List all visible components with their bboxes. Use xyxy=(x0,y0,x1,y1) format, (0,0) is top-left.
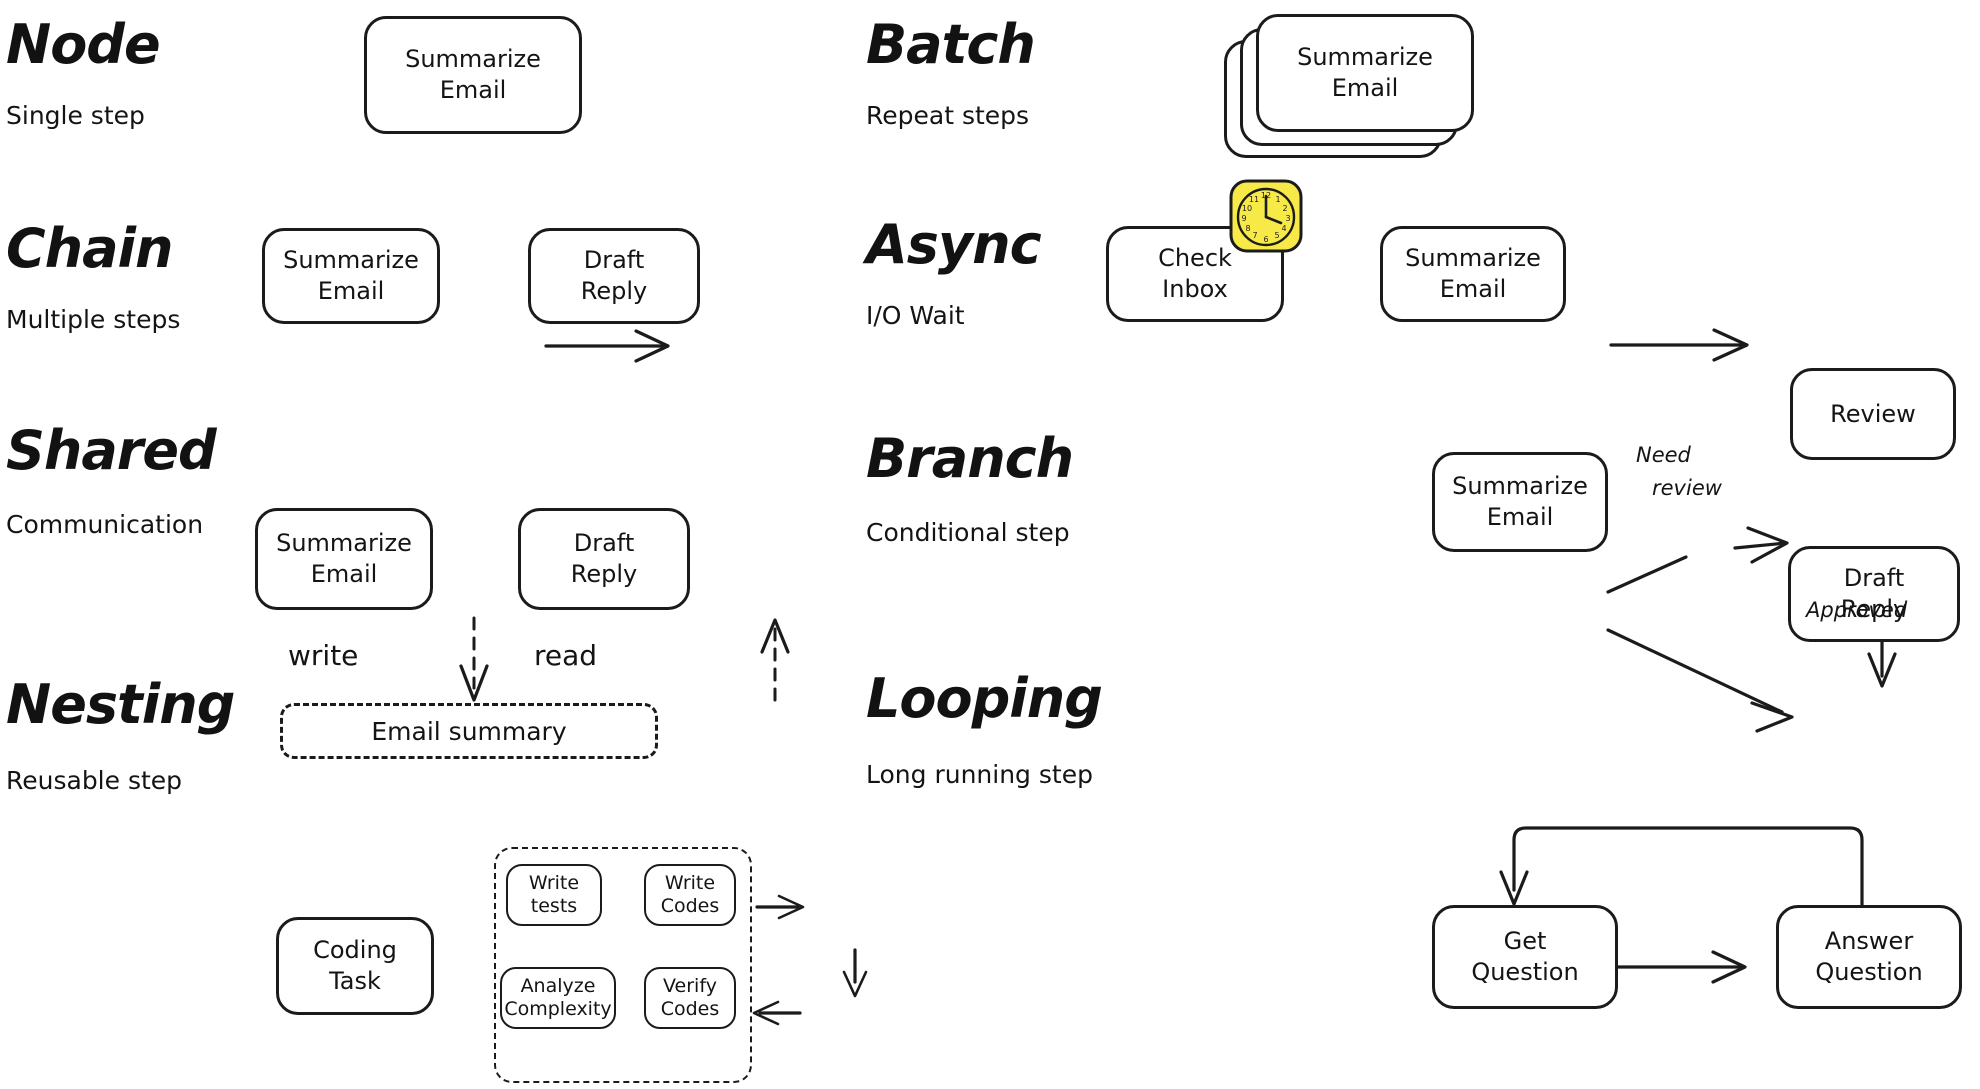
svg-text:6: 6 xyxy=(1263,235,1268,244)
svg-text:12: 12 xyxy=(1261,191,1271,200)
edge-label-review: review xyxy=(1652,476,1722,500)
edge-label-read: read xyxy=(534,639,598,672)
section-subtitle-nesting: Reusable step xyxy=(6,766,183,795)
section-title-looping: Looping xyxy=(866,667,1103,730)
section-subtitle-looping: Long running step xyxy=(866,760,1093,789)
edge-label-approved: Approved xyxy=(1806,598,1908,622)
section-title-async: Async xyxy=(866,213,1042,276)
section-title-chain: Chain xyxy=(6,217,173,280)
svg-text:1: 1 xyxy=(1275,195,1280,204)
section-subtitle-node: Single step xyxy=(6,101,145,130)
section-subtitle-shared: Communication xyxy=(6,510,204,539)
section-title-shared: Shared xyxy=(6,419,217,482)
section-subtitle-async: I/O Wait xyxy=(866,301,965,330)
svg-text:5: 5 xyxy=(1274,231,1279,240)
svg-text:9: 9 xyxy=(1241,214,1246,223)
svg-text:11: 11 xyxy=(1249,195,1259,204)
node-label: Review xyxy=(1830,399,1916,428)
svg-text:7: 7 xyxy=(1252,231,1257,240)
shared-store-email-summary[interactable]: Email summary xyxy=(280,703,658,759)
section-subtitle-batch: Repeat steps xyxy=(866,101,1030,130)
svg-text:2: 2 xyxy=(1282,204,1287,213)
edge-label-write: write xyxy=(288,639,359,672)
section-subtitle-branch: Conditional step xyxy=(866,518,1070,547)
svg-text:4: 4 xyxy=(1281,224,1286,233)
section-title-batch: Batch xyxy=(866,13,1036,76)
branch-node-review[interactable]: Review xyxy=(1790,368,1956,460)
svg-text:3: 3 xyxy=(1285,214,1290,223)
section-title-branch: Branch xyxy=(866,427,1074,490)
section-subtitle-chain: Multiple steps xyxy=(6,305,181,334)
edge-label-need: Need xyxy=(1636,443,1691,467)
store-label: Email summary xyxy=(371,716,567,746)
section-title-nesting: Nesting xyxy=(6,673,235,736)
svg-text:8: 8 xyxy=(1245,224,1250,233)
section-title-node: Node xyxy=(6,13,161,76)
svg-text:10: 10 xyxy=(1242,204,1252,213)
